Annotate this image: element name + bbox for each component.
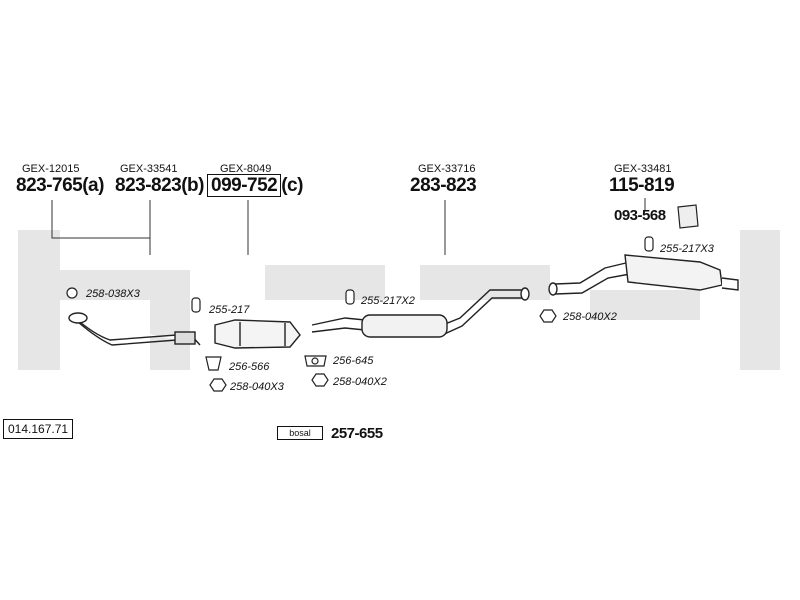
kit-number: 257-655 bbox=[331, 425, 383, 442]
fitting-label: 258-038X3 bbox=[86, 288, 140, 300]
watermark-bar-6 bbox=[590, 290, 700, 320]
clamp-icon bbox=[191, 297, 201, 313]
fitting-label: 258-040X3 bbox=[230, 381, 284, 393]
watermark-bar-7 bbox=[740, 230, 780, 370]
watermark-bar-1 bbox=[18, 230, 60, 370]
gasket-icon bbox=[66, 287, 78, 299]
part-number-secondary: 093-568 bbox=[614, 207, 666, 224]
nut-icon bbox=[539, 309, 557, 323]
group-code-e: GEX-33481 bbox=[614, 163, 672, 175]
watermark-bar-4 bbox=[265, 265, 385, 300]
part-number-d: 283-823 bbox=[410, 175, 477, 196]
gasket-icon bbox=[205, 356, 222, 371]
fitting-label: 255-217 bbox=[209, 304, 250, 316]
part-number-a: 823-765(a) bbox=[16, 175, 104, 196]
tail-pipe bbox=[721, 277, 739, 291]
leader-line-a bbox=[51, 200, 150, 239]
nut-icon bbox=[311, 373, 329, 387]
group-code-b: GEX-33541 bbox=[120, 163, 178, 175]
fitting-label: 256-645 bbox=[333, 355, 374, 367]
clamp-icon bbox=[644, 236, 654, 252]
brand-logo: bosal bbox=[277, 426, 323, 440]
fitting-label: 255-217X3 bbox=[660, 243, 714, 255]
clamp-icon bbox=[345, 289, 355, 305]
fitting-label: 258-040X2 bbox=[563, 311, 617, 323]
flex-section bbox=[174, 331, 196, 345]
part-number-c: 099-752(c) bbox=[207, 174, 303, 197]
fitting-label: 255-217X2 bbox=[361, 295, 415, 307]
fitting-label: 256-566 bbox=[229, 361, 270, 373]
middle-silencer bbox=[361, 314, 448, 338]
group-code-a: GEX-12015 bbox=[22, 163, 80, 175]
catalytic-converter bbox=[214, 319, 301, 349]
group-code-d: GEX-33716 bbox=[418, 163, 476, 175]
rear-pipe-start bbox=[548, 282, 558, 296]
part-number-e: 115-819 bbox=[609, 175, 675, 196]
watermark-bar-3 bbox=[150, 270, 190, 370]
rear-muffler bbox=[624, 254, 723, 291]
hanger-icon bbox=[677, 204, 699, 229]
reference-number: 014.167.71 bbox=[3, 419, 74, 439]
fitting-label: 258-040X2 bbox=[333, 376, 387, 388]
nut-icon bbox=[209, 378, 227, 392]
group-code-c: GEX-8049 bbox=[220, 163, 272, 175]
front-pipe-flange bbox=[68, 312, 88, 324]
rear-pipe bbox=[554, 261, 631, 285]
middle-pipe-end bbox=[520, 287, 530, 301]
part-number-b: 823-823(b) bbox=[115, 175, 204, 196]
